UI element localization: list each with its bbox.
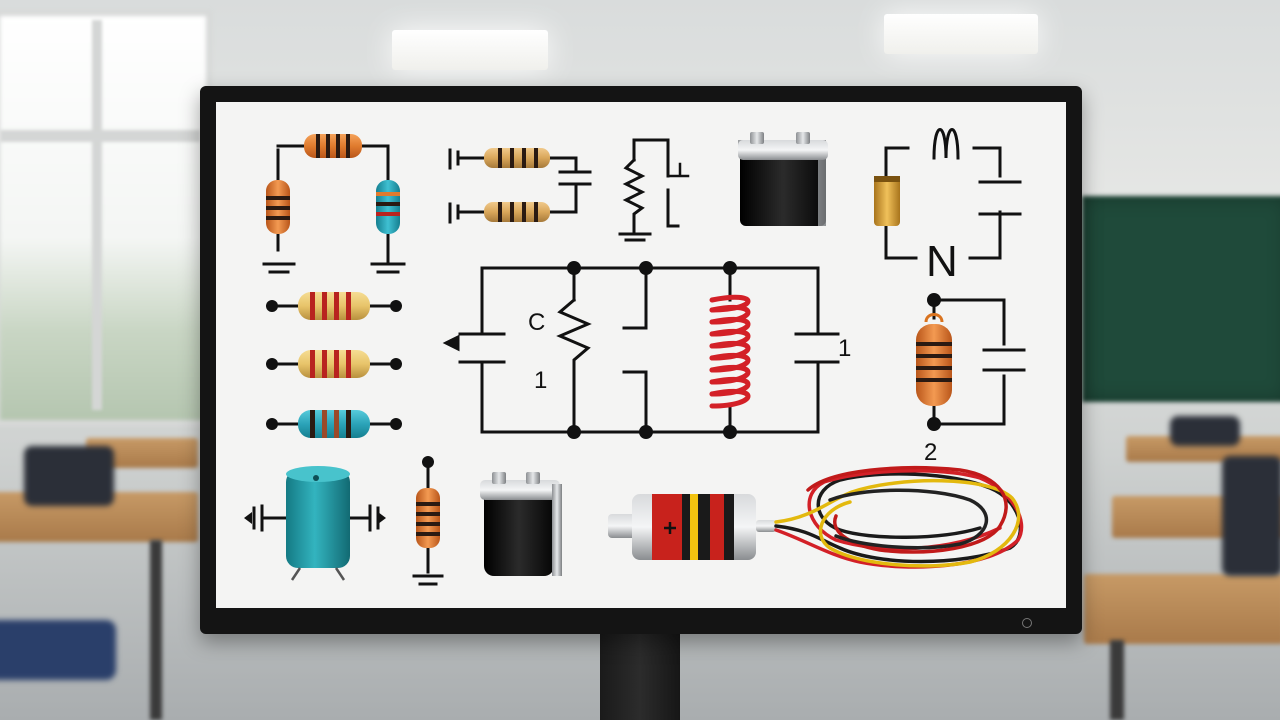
- chair-right-back: [1222, 456, 1280, 576]
- resistor-cream-1: [298, 292, 370, 320]
- resistor-orange-bottom: [416, 488, 440, 548]
- window-transom: [0, 130, 200, 142]
- resistor-teal-3: [298, 410, 370, 438]
- chair-right-far: [1170, 416, 1240, 446]
- zigzag-resistor-block: [618, 138, 690, 242]
- chalkboard: [1082, 196, 1280, 402]
- window-mullion: [92, 20, 102, 410]
- chair-left-seat: [0, 620, 116, 680]
- resistor-tan-lower: [484, 202, 550, 222]
- capacitor-gold: [874, 176, 900, 226]
- desk-left-leg: [150, 540, 162, 720]
- resistor-orange-right: [916, 313, 952, 406]
- bottom-row-leads: [252, 462, 444, 586]
- double-resistor-network: [448, 148, 592, 224]
- window: [0, 10, 212, 426]
- chair-left-back: [24, 446, 114, 506]
- resistor-cream-2: [298, 350, 370, 378]
- resistor-orange-vertical-left: [266, 180, 290, 234]
- capacitor-teal: [244, 466, 386, 581]
- battery-black-bottom: [480, 472, 562, 576]
- battery-black-top: [738, 132, 828, 226]
- resistor-teal-vertical: [376, 180, 400, 234]
- junction-dots: [266, 261, 941, 468]
- battery-cylinder: [608, 494, 776, 560]
- resistor-orange-top: [304, 134, 362, 158]
- monitor-stand: [600, 630, 680, 720]
- inductor-coil-red: [709, 294, 751, 409]
- desk-right-front: [1084, 574, 1280, 644]
- main-circuit: [442, 266, 840, 434]
- ceiling-light-right: [884, 14, 1038, 54]
- ceiling-light-left: [392, 30, 548, 70]
- rc-loop-right: [932, 298, 1026, 426]
- power-button-icon[interactable]: [1022, 618, 1032, 628]
- label-n: N: [926, 237, 958, 286]
- label-one-right: 1: [838, 335, 851, 362]
- label-one-left: 1: [534, 367, 547, 394]
- lc-loop-top-right: [884, 128, 1022, 260]
- resistor-tan-upper: [484, 148, 550, 168]
- label-c: C: [528, 309, 545, 336]
- tangled-wires: [774, 466, 1024, 569]
- desk-right-leg: [1110, 640, 1124, 720]
- label-two: 2: [924, 439, 937, 466]
